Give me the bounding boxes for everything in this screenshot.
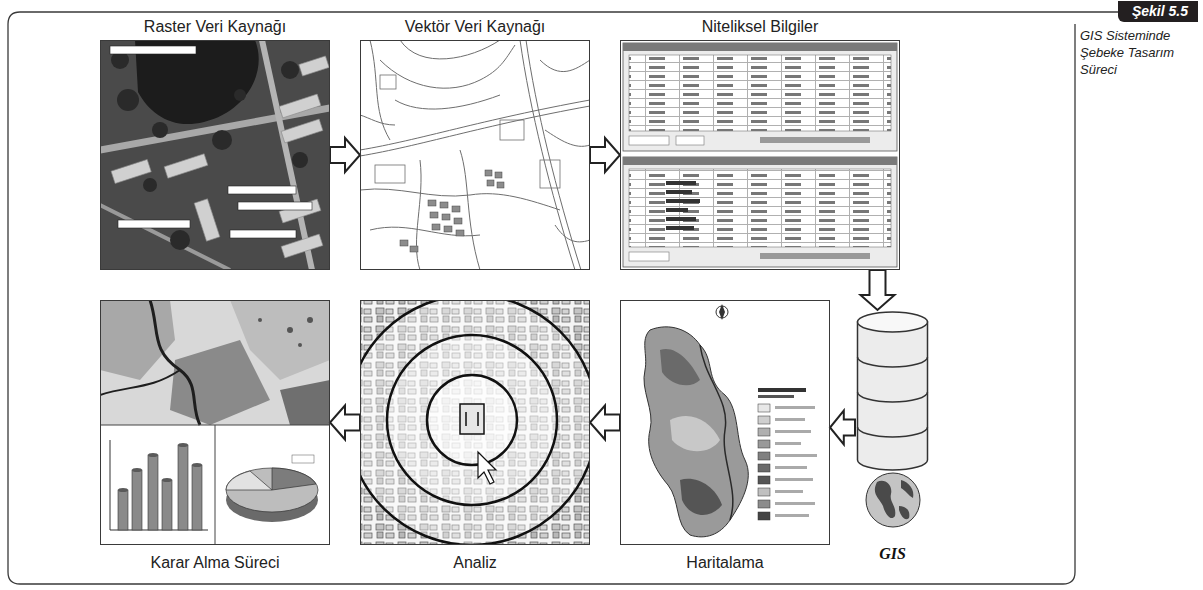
flow-arrow xyxy=(830,411,855,445)
figure-caption: GIS Sisteminde Şebeke Tasarım Süreci xyxy=(1080,28,1198,79)
database-cylinder: GIS xyxy=(855,310,930,565)
flow-arrow xyxy=(590,138,620,172)
raster-panel: Raster Veri Kaynağı xyxy=(100,40,330,270)
flow-arrow xyxy=(330,406,360,440)
panel-heading: Karar Alma Süreci xyxy=(151,554,280,572)
mapping-panel: Haritalama xyxy=(620,300,830,545)
panel-heading: Analiz xyxy=(453,554,497,572)
flow-arrow xyxy=(590,406,620,440)
panel-heading: Niteliksel Bilgiler xyxy=(702,18,818,36)
flow-arrow xyxy=(330,138,360,172)
attribute-panel: Niteliksel Bilgiler xyxy=(620,40,900,270)
decision-panel: Karar Alma Süreci xyxy=(100,300,330,545)
panel-heading: Haritalama xyxy=(686,554,763,572)
vector-panel: Vektör Veri Kaynağı xyxy=(360,40,590,270)
analysis-panel: Analiz xyxy=(360,300,590,545)
figure-title: Şekil 5.5 xyxy=(1118,1,1198,22)
system-label: GIS xyxy=(855,545,930,563)
panel-heading: Vektör Veri Kaynağı xyxy=(405,18,546,36)
flow-arrow xyxy=(861,270,895,310)
panel-heading: Raster Veri Kaynağı xyxy=(144,18,286,36)
database-shape xyxy=(855,310,930,565)
